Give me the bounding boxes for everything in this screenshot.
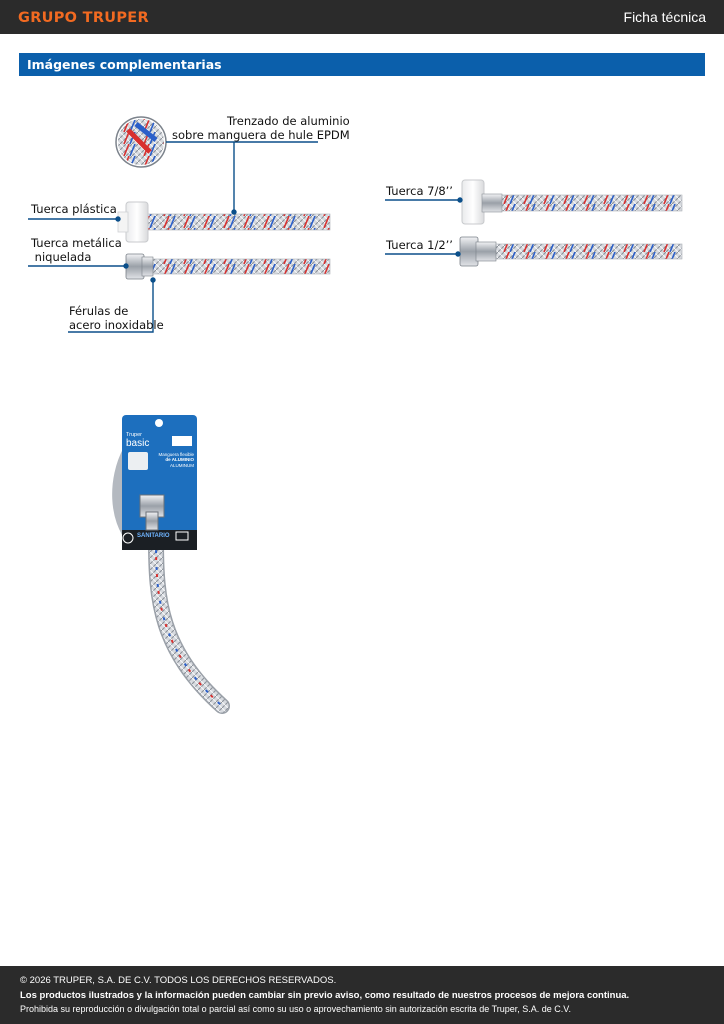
callout-braid-line1: Trenzado de aluminio [226, 114, 350, 128]
callout-ferrules-line1: Férulas de [69, 304, 129, 318]
callout-plastic-nut: Tuerca plástica [31, 202, 117, 216]
package-brand: Truper [126, 432, 142, 438]
package-line: basic [126, 438, 150, 449]
hose-nut-7-8 [461, 179, 683, 225]
footer-legal: Prohibida su reproducción o divulgación … [20, 1004, 571, 1014]
hose-plastic-nut [117, 201, 331, 243]
callout-ferrules-line2: acero inoxidable [69, 318, 164, 332]
braid-detail-icon [115, 116, 167, 168]
footer: © 2026 TRUPER, S.A. DE C.V. TODOS LOS DE… [0, 966, 724, 1024]
callout-metal-nut: Tuerca metálica niquelada [31, 236, 122, 264]
callout-nut-7-8: Tuerca 7/8’’ [386, 184, 453, 198]
package-subtitle: ALUMINUM [169, 463, 194, 468]
product-package-image [112, 415, 230, 714]
document-type: Ficha técnica [623, 9, 706, 25]
package-title-line2: de ALUMINIO [165, 457, 194, 462]
callout-metal-nut-line2: niquelada [31, 250, 92, 264]
top-bar: GRUPO TRUPER Ficha técnica [0, 0, 724, 34]
package-title-line1: Manguera flexible [158, 452, 194, 457]
callout-lines-right [385, 197, 463, 257]
hose-metal-nut [125, 253, 331, 280]
callout-braid-line2: sobre manguera de hule EPDM [172, 128, 350, 142]
package-title: Manguera flexible de ALUMINIO [150, 452, 194, 462]
package-use: SANITARIO [137, 533, 170, 539]
hose-nut-1-2 [459, 236, 683, 267]
product-illustrations [28, 116, 683, 714]
callout-nut-1-2: Tuerca 1/2’’ [386, 238, 453, 252]
callout-ferrules: Férulas de acero inoxidable [69, 304, 164, 332]
callout-plastic-nut-label: Tuerca plástica [31, 202, 117, 216]
section-title: Imágenes complementarias [27, 57, 222, 72]
brand-logo: GRUPO TRUPER [18, 10, 149, 26]
footer-notice: Los productos ilustrados y la informació… [20, 990, 630, 1001]
callout-braid: Trenzado de aluminio sobre manguera de h… [172, 114, 350, 142]
section-header: Imágenes complementarias [19, 53, 705, 76]
callout-lines-left [28, 141, 318, 333]
footer-copyright: © 2026 TRUPER, S.A. DE C.V. TODOS LOS DE… [20, 975, 337, 986]
callout-metal-nut-line1: Tuerca metálica [31, 236, 122, 250]
